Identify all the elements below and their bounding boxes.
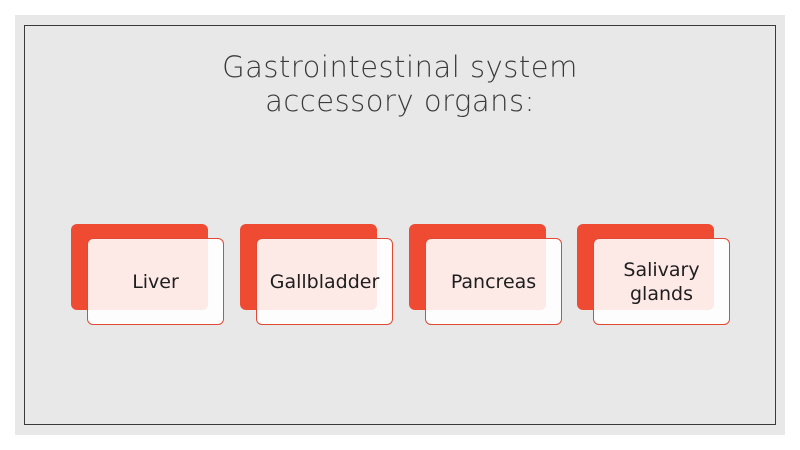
organ-label-pancreas: Pancreas <box>425 238 562 325</box>
organ-card-salivary-glands: Salivary glands <box>577 224 732 326</box>
title-line-2: accessory organs: <box>265 84 535 118</box>
slide-title: Gastrointestinal system accessory organs… <box>0 50 800 118</box>
organ-label-salivary-glands: Salivary glands <box>593 238 730 325</box>
organ-label-liver: Liver <box>87 238 224 325</box>
organ-card-pancreas: Pancreas <box>409 224 564 326</box>
title-line-1: Gastrointestinal system <box>222 50 578 84</box>
organ-label-gallbladder: Gallbladder <box>256 238 393 325</box>
organ-card-liver: Liver <box>71 224 226 326</box>
organ-card-gallbladder: Gallbladder <box>240 224 395 326</box>
